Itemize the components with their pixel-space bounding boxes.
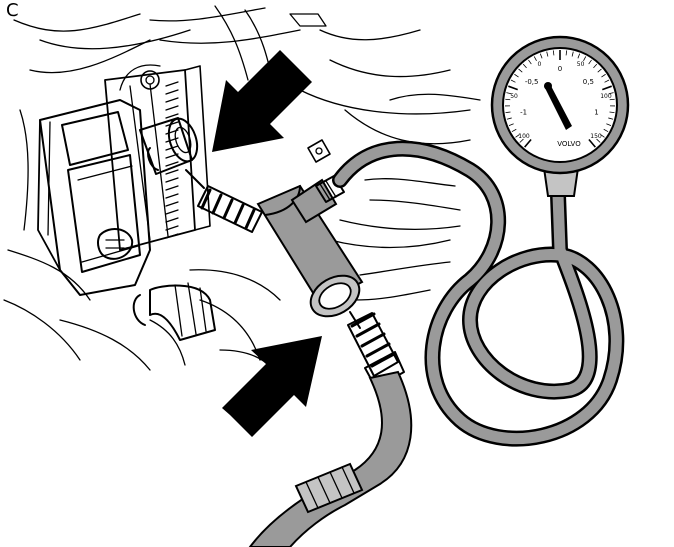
rib [233, 203, 245, 225]
gauge-tick [608, 117, 614, 120]
gauge-tick [524, 138, 532, 148]
rib [365, 342, 391, 358]
radiator-fin [165, 217, 179, 223]
radiator-fin [165, 193, 179, 199]
gauge-tick [606, 123, 612, 126]
gauge-label-outer: -1 [520, 108, 527, 116]
gauge-tick [518, 68, 523, 73]
arrow-lower [222, 336, 322, 437]
gauge-tick [583, 56, 587, 62]
sensor-module [37, 99, 151, 296]
radiator-fin [165, 81, 179, 87]
radiator-fin [165, 225, 179, 231]
gauge-tick [608, 92, 614, 95]
gauge-scale-ticks [505, 50, 615, 148]
rib [350, 312, 376, 328]
gauge-tick [510, 79, 516, 83]
gauge-tick [505, 98, 511, 101]
supply-hose [248, 370, 413, 547]
gauge-tick [577, 53, 581, 59]
rib [222, 198, 234, 220]
gauge-label-inner: 0 [537, 61, 541, 68]
gauge-brand: VOLVO [557, 140, 581, 148]
radiator-fin [165, 161, 179, 167]
rib [360, 332, 386, 348]
gauge-tick [515, 134, 520, 138]
radiator-fin [165, 177, 179, 183]
pressure-gauge: -1 -0,5 0 0,5 1 100 50 0 50 100 150 VOLVO [490, 35, 630, 197]
radiator-fin [165, 97, 179, 103]
rib [355, 322, 381, 338]
gauge-tick [600, 134, 605, 138]
ribbed-nipple-lower [350, 312, 396, 368]
gauge-tick [603, 128, 609, 133]
gauge-tick [602, 85, 612, 91]
gauge-tick [539, 53, 543, 59]
bleed-nipple [307, 139, 331, 163]
gauge-tick [508, 85, 518, 91]
gauge-label-inner: 100 [518, 133, 530, 140]
gauge-tick [596, 138, 601, 143]
gauge-needle [544, 84, 572, 130]
gauge-hose [332, 140, 625, 447]
radiator-fin [165, 185, 179, 191]
radiator-fin [165, 121, 179, 127]
radiator-fin [165, 113, 179, 119]
gauge-label-inner: 50 [510, 93, 518, 100]
gauge-tick [552, 50, 555, 56]
rib [370, 352, 396, 368]
gauge-tick [511, 128, 517, 133]
gauge-tick [506, 92, 512, 95]
gauge-tick [593, 63, 598, 69]
corner-label: C [6, 0, 19, 21]
t-piece-adapter [185, 169, 364, 318]
radiator-fin [165, 89, 179, 95]
bolt-top [119, 64, 161, 91]
gauge-tick [533, 56, 537, 62]
radiator-fin [165, 105, 179, 111]
gauge-scale-labels: -1 -0,5 0 0,5 1 100 50 0 50 100 150 [510, 61, 612, 140]
gauge-tick [571, 51, 574, 57]
gauge-tick [565, 50, 568, 56]
gauge-tick [588, 59, 592, 65]
gauge-label-outer: 0,5 [583, 78, 594, 86]
gauge-tick [597, 68, 602, 73]
gauge-tick [546, 51, 549, 57]
gauge-tick [609, 98, 615, 101]
rib [211, 193, 223, 215]
gauge-tick [604, 79, 610, 83]
arrow-upper [212, 50, 312, 152]
lower-hose-connector [347, 311, 405, 389]
gauge-tick [514, 73, 519, 78]
ribbed-nipple-left [200, 188, 256, 230]
gauge-tick [528, 59, 532, 65]
gauge-label-outer: 1 [594, 108, 598, 116]
gauge-label-inner: 150 [590, 133, 602, 140]
rib [200, 188, 212, 210]
engine-background-lines [3, 5, 481, 381]
gauge-label-outer: 0 [558, 65, 562, 73]
gauge-tick [506, 117, 512, 120]
gauge-tick [508, 123, 514, 126]
radiator-fin [165, 233, 179, 239]
radiator-fin [165, 169, 179, 175]
gauge-tick [601, 73, 606, 78]
gauge-tick [609, 111, 615, 114]
gauge-label-inner: 50 [577, 61, 585, 68]
gauge-tick [522, 63, 527, 69]
gauge-label-outer: -0,5 [525, 78, 539, 86]
gauge-tick [519, 138, 524, 143]
lower-left-hose [132, 282, 216, 341]
gauge-label-inner: 100 [600, 93, 612, 100]
gauge-tick [588, 138, 596, 148]
radiator-fin [165, 201, 179, 207]
gauge-tick [505, 111, 511, 114]
rib [244, 208, 256, 230]
radiator-fins [165, 81, 179, 239]
outlet-stub [139, 117, 199, 175]
radiator-fin [165, 209, 179, 215]
